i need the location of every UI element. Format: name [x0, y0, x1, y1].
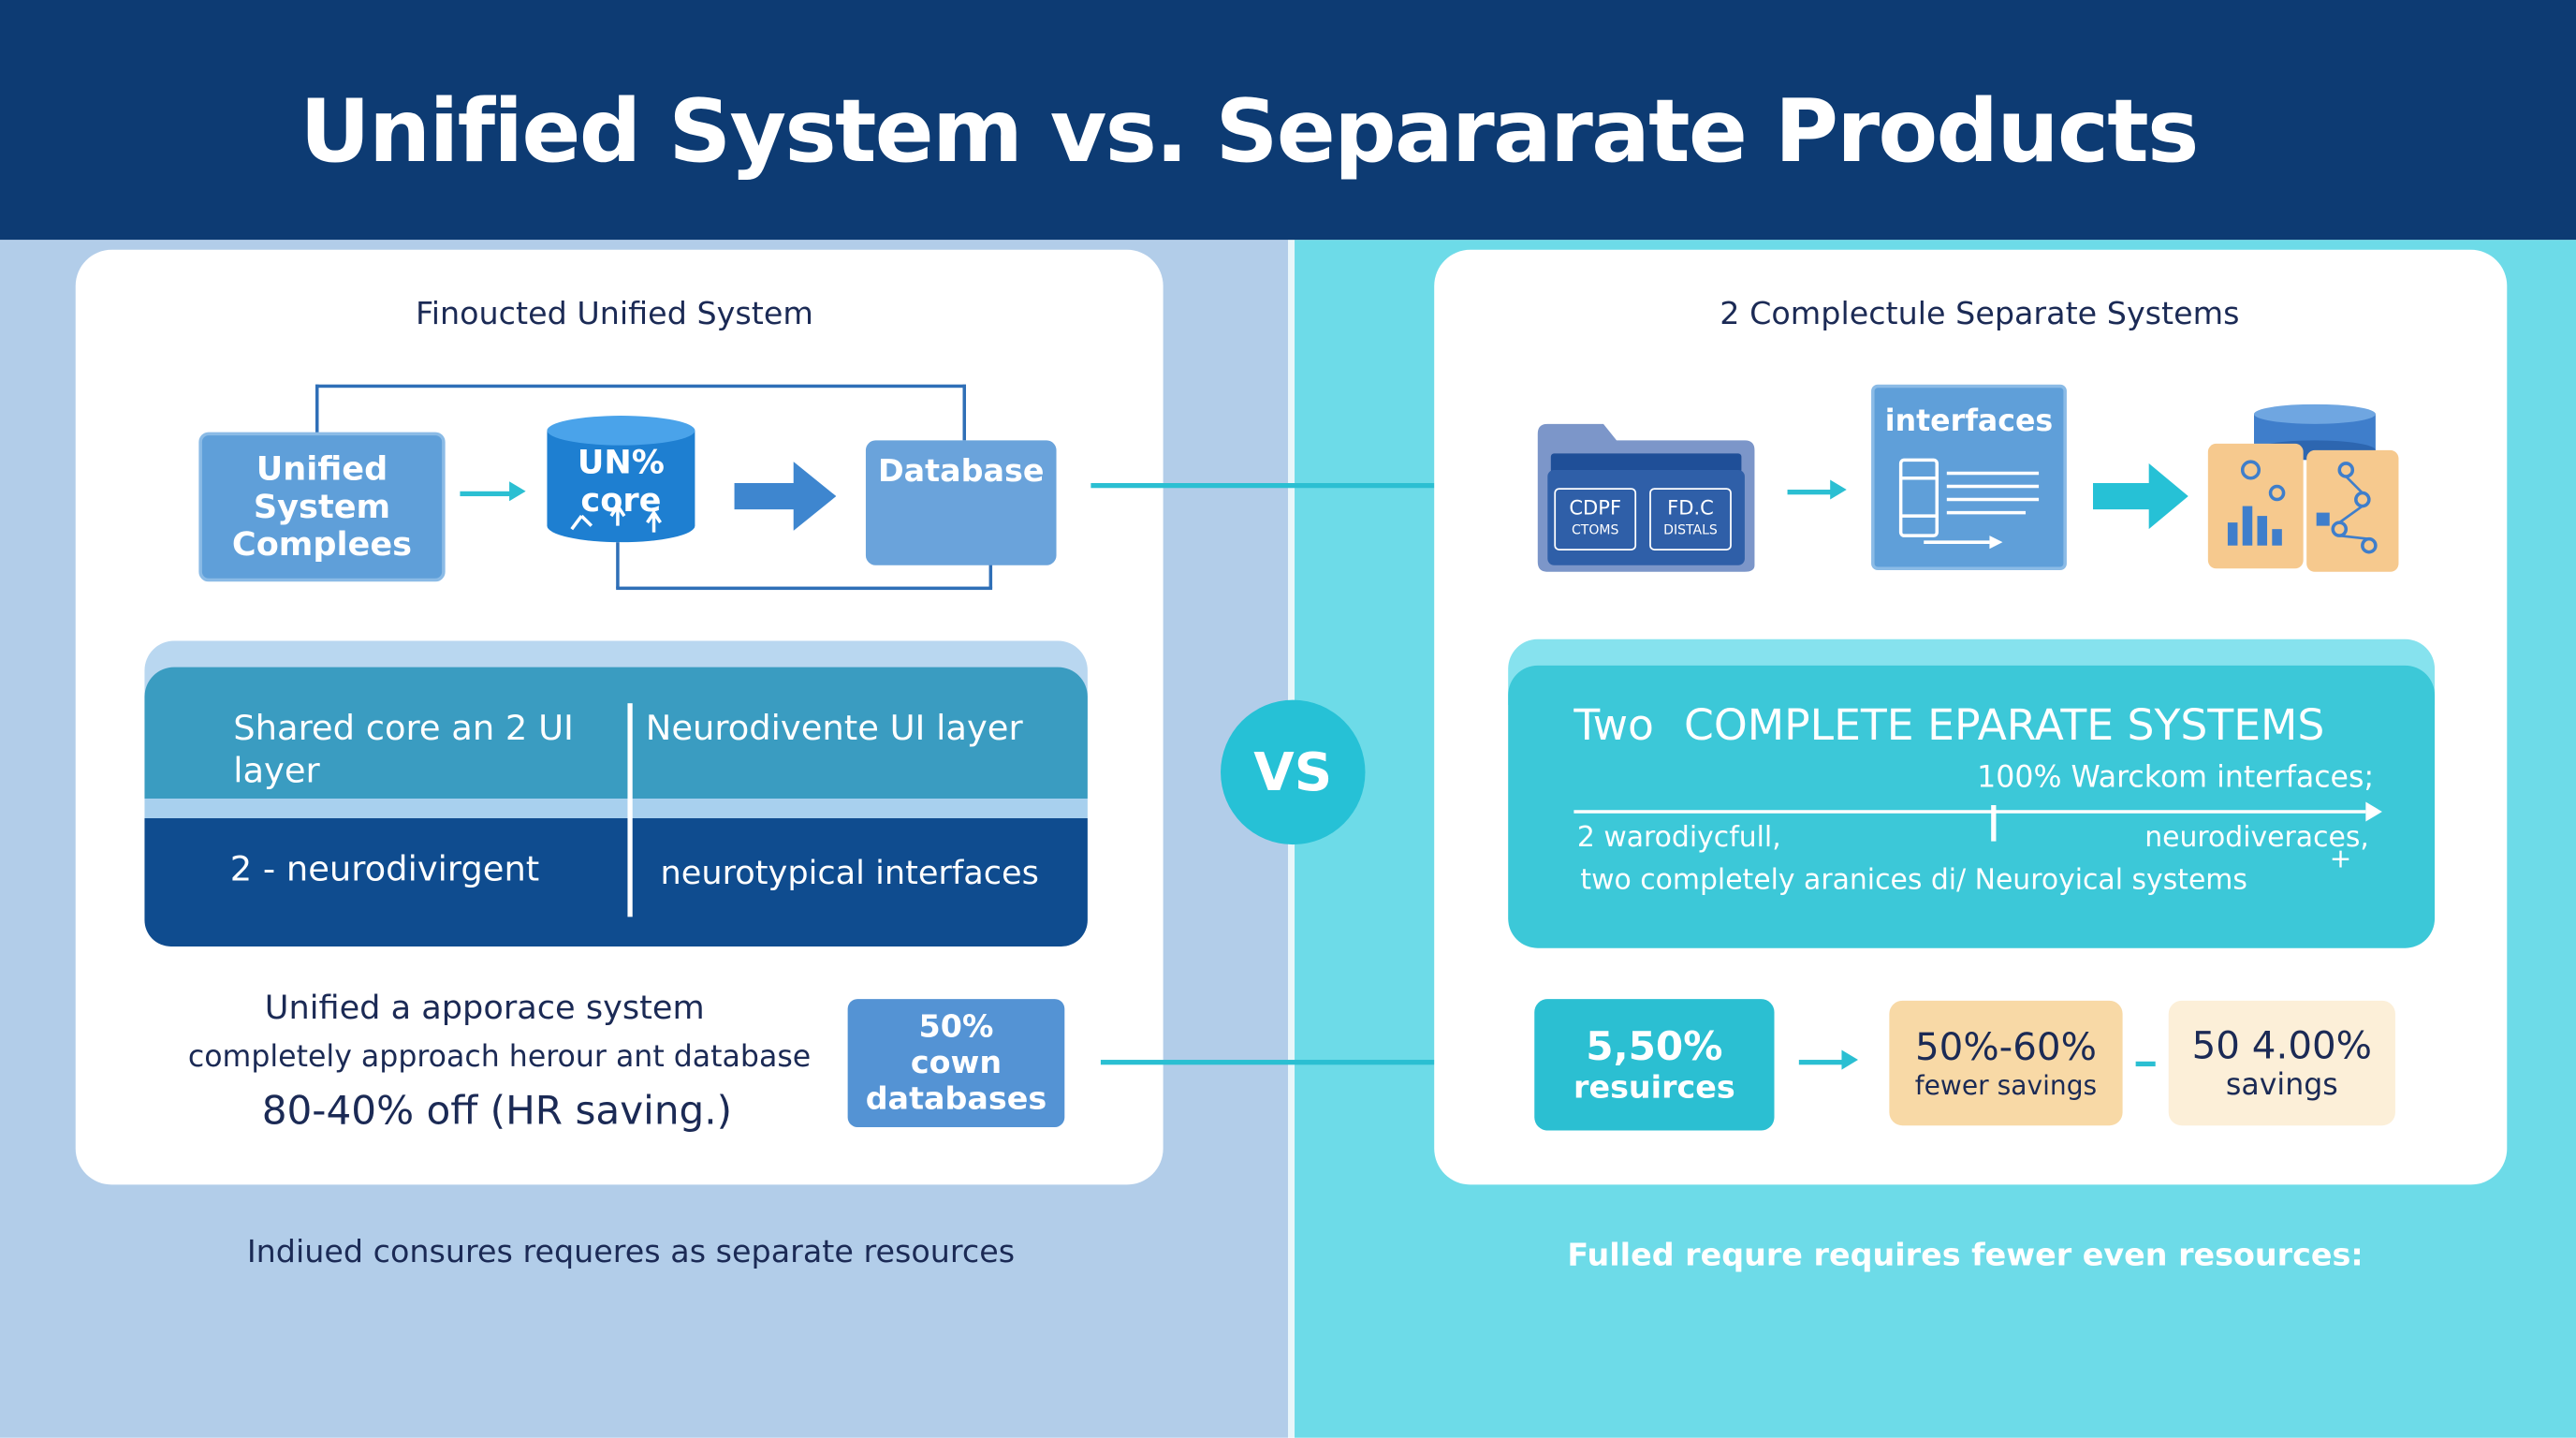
folder-sub-b: DISTALS	[1663, 522, 1718, 537]
arrow-right-icon	[1787, 490, 1834, 495]
arrow-right-icon	[2093, 462, 2188, 530]
bottom-bracket-right	[988, 564, 993, 589]
rule-tick	[1991, 805, 1997, 842]
database-icon	[2202, 404, 2406, 576]
vs-badge: VS	[1221, 699, 1366, 845]
left-panel-divider	[627, 703, 633, 917]
left-panel-stripe	[144, 798, 1088, 819]
neurotypical-text: neurotypical interfaces	[660, 852, 1039, 893]
stat-label: fewer savings	[1914, 1068, 2098, 1101]
arrow-head	[1841, 1049, 1859, 1070]
connector-top	[1090, 483, 1479, 489]
right-panel-right-text: neurodiveraces,	[2144, 821, 2369, 855]
neurodivente-text: Neurodivente UI layer	[645, 708, 1023, 748]
arrow-right-icon	[460, 491, 513, 497]
bottom-bracket	[616, 586, 993, 591]
left-panel-bottom	[144, 818, 1088, 946]
core-database-icon	[546, 414, 696, 545]
shared-core-text: Shared core an 2 UI layer	[233, 708, 574, 791]
stat-label: savings	[2225, 1066, 2338, 1102]
right-panel	[1508, 665, 2436, 948]
heading-two: Two	[1573, 701, 1654, 752]
database-box: Database	[865, 440, 1057, 565]
arrow-head	[1830, 479, 1847, 500]
page-title: Unified System vs. Separarate Products	[300, 81, 2199, 183]
unified-system-box: Unified System Complees	[198, 432, 446, 582]
header-bar	[0, 0, 2576, 241]
right-panel-left-text: 2 warodiycfull,	[1576, 821, 1781, 855]
heading-complete: COMPLETE EPARATE SYSTEMS	[1684, 701, 2325, 752]
summary-line-3: 80-40% off (HR saving.)	[261, 1087, 733, 1135]
right-panel-subline: 100% Warckom interfaces;	[1977, 760, 2375, 796]
arrow-right-icon	[1798, 1060, 1845, 1065]
right-panel-bottom-text: two completely aranices di/ Neuroyical s…	[1580, 864, 2247, 898]
document-icon: FD.C DISTALS	[1649, 488, 1732, 550]
folder-label-b: FD.C	[1667, 496, 1714, 520]
badge-line-1: 50%	[918, 1008, 994, 1046]
interfaces-label: interfaces	[1884, 404, 2054, 439]
badge-line-3: databases	[865, 1080, 1047, 1118]
left-panel-top	[144, 667, 1088, 799]
summary-line-2: completely approach herour ant database	[187, 1039, 812, 1075]
badge-line-2: cown	[910, 1045, 1003, 1081]
stat-label: resuirces	[1573, 1069, 1735, 1107]
stat-value: 5,50%	[1586, 1023, 1723, 1070]
neurodivirgent-text: 2 - neurodivirgent	[229, 849, 540, 889]
top-bracket-left	[315, 384, 319, 434]
arrow-head	[509, 481, 526, 502]
folder-icon	[1531, 418, 1762, 575]
folder-sub-a: CTOMS	[1571, 522, 1619, 537]
core-label-top: UN%	[577, 442, 665, 482]
stat-value: 50 4.00%	[2191, 1024, 2373, 1067]
top-bracket	[315, 384, 966, 389]
core-label-bottom: core	[580, 479, 662, 520]
stat-card: 50 4.00% savings	[2168, 1000, 2395, 1126]
arrow-right-icon	[734, 462, 837, 531]
core-label: UN% core	[546, 442, 696, 520]
stat-connector	[2135, 1061, 2156, 1067]
databases-badge: 50% cown databases	[847, 999, 1065, 1127]
stat-card: 5,50% resuirces	[1534, 999, 1775, 1131]
top-bracket-right	[962, 384, 966, 441]
unified-subtitle: Finoucted Unified System	[415, 295, 813, 332]
folder-label-a: CDPF	[1569, 496, 1622, 520]
rule-arrow	[2365, 801, 2382, 822]
right-panel-heading: Two COMPLETE EPARATE SYSTEMS	[1573, 701, 2395, 751]
bottom-bracket-left	[616, 542, 620, 589]
summary-line-1: Unified a apporace system	[264, 987, 705, 1027]
separate-subtitle: 2 Complectule Separate Systems	[1720, 295, 2240, 332]
document-icon: CDPF CTOMS	[1554, 488, 1637, 550]
plus-mark: +	[2329, 843, 2352, 874]
right-footer: Fulled requre requires fewer even resour…	[1567, 1237, 2364, 1274]
left-footer: Indiued consures requeres as separate re…	[246, 1234, 1016, 1270]
right-panel-rule	[1573, 810, 2366, 814]
connector-bottom	[1100, 1060, 1483, 1065]
stat-value: 50%-60%	[1914, 1026, 2097, 1069]
stat-card: 50%-60% fewer savings	[1889, 1000, 2123, 1126]
interface-doc-icon: interfaces	[1871, 384, 2067, 571]
